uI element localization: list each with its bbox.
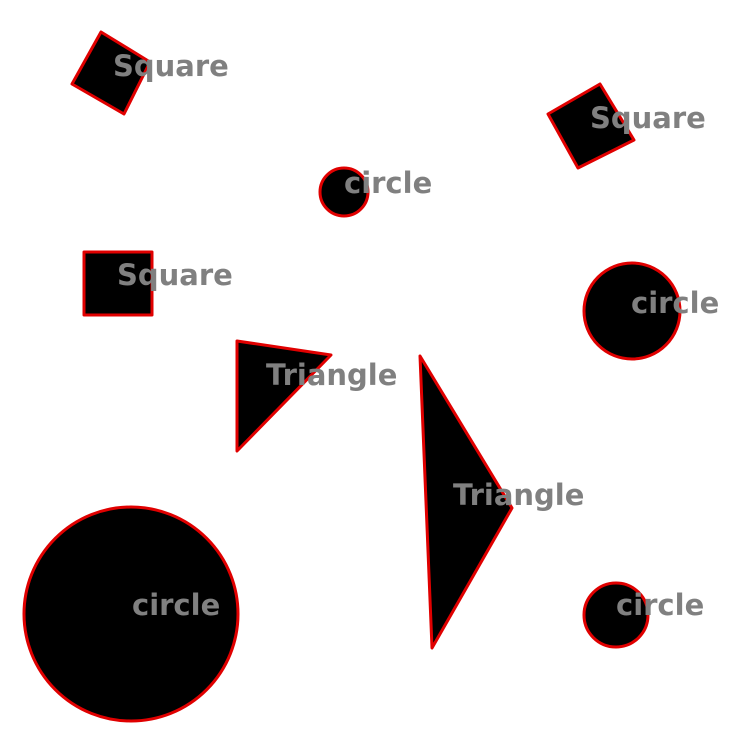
- circle-shape-4: [582, 581, 650, 649]
- square-shape-2: [546, 82, 636, 170]
- shape-label-5: circle: [631, 286, 719, 320]
- triangle-shape-2: [418, 354, 514, 650]
- shape-label-6: Triangle: [266, 358, 397, 392]
- shape-label-4: Square: [117, 258, 233, 292]
- square-shape-1: [70, 30, 152, 116]
- circle-shape-1: [318, 166, 370, 218]
- circle-shape-3: [22, 505, 240, 723]
- shape-label-1: Square: [113, 49, 229, 83]
- square-shape-3: [82, 250, 154, 317]
- shape-label-7: Triangle: [453, 478, 584, 512]
- triangle-shape-1: [235, 339, 333, 453]
- circle-shape-2: [582, 261, 682, 361]
- shape-label-3: circle: [344, 166, 432, 200]
- shape-label-2: Square: [590, 101, 706, 135]
- shape-label-8: circle: [132, 588, 220, 622]
- shape-label-9: circle: [616, 588, 704, 622]
